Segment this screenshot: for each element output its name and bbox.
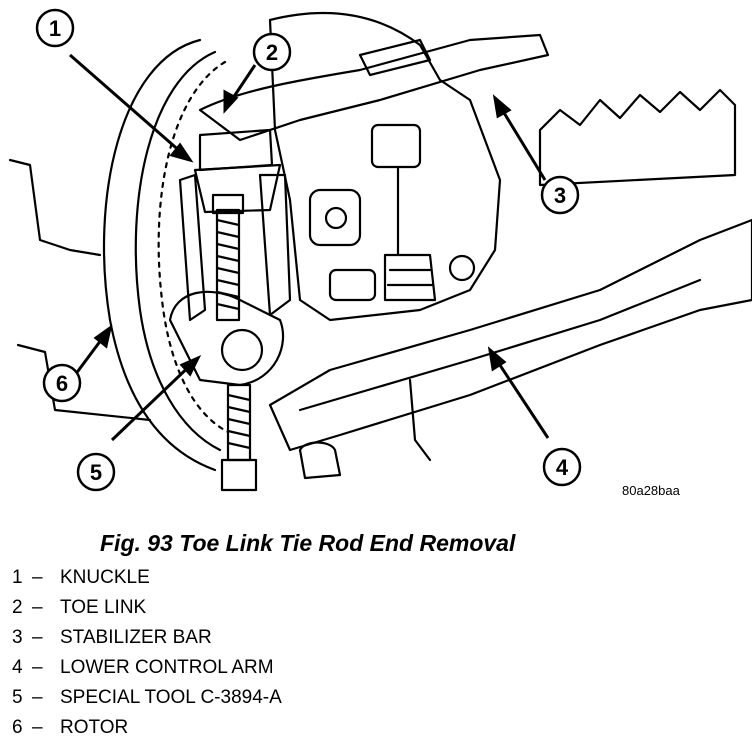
legend-dash: – (32, 717, 43, 738)
leader-line-5 (110, 356, 200, 442)
legend-item: 6–ROTOR (12, 716, 282, 746)
legend-label: KNUCKLE (60, 567, 150, 588)
figure-code: 80a28baa (622, 483, 680, 498)
leader-line-1 (69, 53, 191, 162)
callout-circle-1 (35, 8, 75, 48)
callout-circle-4 (542, 447, 582, 487)
legend-item: 2–TOE LINK (12, 596, 282, 626)
legend-label: ROTOR (60, 717, 129, 738)
lower-control-arm-outline (268, 218, 752, 452)
stabilizer-link-outline (370, 123, 422, 169)
legend-number: 4 (12, 657, 23, 678)
legend-label: SPECIAL TOOL C-3894-A (60, 687, 282, 708)
frame-outline (8, 158, 102, 257)
callout-circle-3 (540, 175, 580, 215)
legend-item: 4–LOWER CONTROL ARM (12, 656, 282, 686)
callout-circle-2 (252, 32, 292, 72)
legend-dash: – (32, 687, 43, 708)
callout-1: 1 (49, 16, 61, 41)
legend-number: 5 (12, 687, 23, 708)
special-tool-outline (178, 173, 207, 322)
legend-dash: – (32, 657, 43, 678)
callout-circle-5 (76, 452, 116, 492)
legend-list: 1–KNUCKLE 2–TOE LINK 3–STABILIZER BAR 4–… (12, 566, 282, 746)
callout-3: 3 (554, 183, 566, 208)
suspension-illustration: 1 2 3 4 5 6 (8, 8, 752, 492)
boot-bellows (538, 88, 737, 187)
legend-number: 6 (12, 717, 23, 738)
callout-5: 5 (90, 460, 102, 485)
callout-4: 4 (556, 455, 569, 480)
callout-circle-6 (42, 363, 82, 403)
legend-item: 5–SPECIAL TOOL C-3894-A (12, 686, 282, 716)
figure-caption: Fig. 93 Toe Link Tie Rod End Removal (100, 530, 516, 556)
knuckle-outline (268, 12, 502, 322)
callout-2: 2 (266, 40, 278, 65)
legend-item: 3–STABILIZER BAR (12, 626, 282, 656)
legend-dash: – (32, 627, 43, 648)
legend-label: TOE LINK (60, 597, 147, 618)
legend-item: 1–KNUCKLE (12, 566, 282, 596)
callout-6: 6 (56, 371, 68, 396)
legend-number: 1 (12, 567, 23, 588)
legend-dash: – (32, 597, 43, 618)
legend-label: LOWER CONTROL ARM (60, 657, 274, 678)
legend-label: STABILIZER BAR (60, 627, 212, 648)
rotor-outline (102, 38, 217, 472)
legend-dash: – (32, 567, 43, 588)
legend-number: 2 (12, 597, 23, 618)
legend-number: 3 (12, 627, 23, 648)
